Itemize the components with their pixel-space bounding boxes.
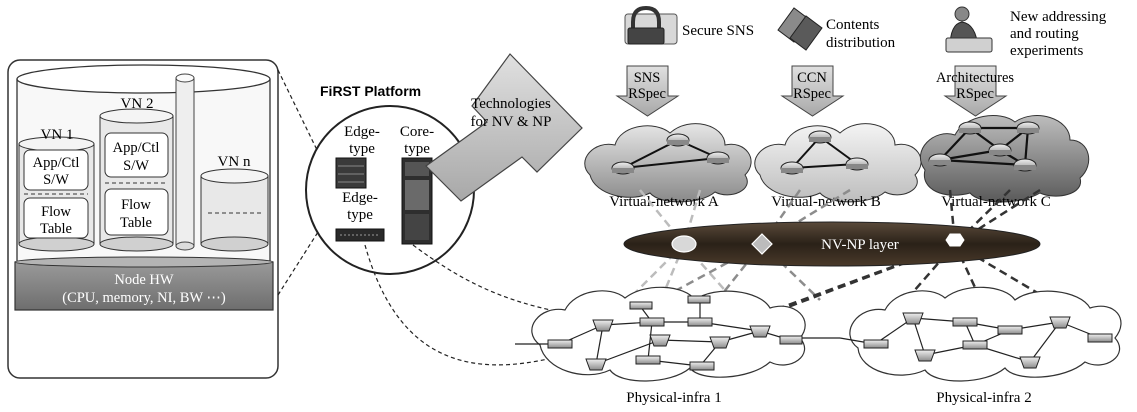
vn1-flow-table-label-2: Table [40,221,72,237]
edge-type-label-2b: type [347,207,373,223]
vn-b-label: Virtual-network B [771,194,881,210]
services: Secure SNS Contents distribution New add… [615,5,1107,117]
vn2-app-ctl-label: App/Ctl [113,140,160,156]
technologies-arrow: Technologies for NV & NP [425,53,583,202]
router-icon [585,358,607,371]
switch-icon [863,339,889,349]
rspec-ccn-label-2: RSpec [793,86,831,102]
vnn-label: VN n [218,154,251,170]
vn-a-label: Virtual-network A [609,194,719,210]
node-panel: VN 1 VN 2 VN n App/Ctl S/W Flow Table Ap… [7,59,279,379]
switch-icon [687,295,711,304]
switch-icon [1087,333,1113,343]
service-contents: Contents [826,17,879,33]
vn2-cylinder [99,108,174,252]
switch-icon [687,317,713,327]
core-type-label: Core- [400,124,434,140]
platform-title: FiRST Platform [320,83,421,99]
router-icon [611,161,635,175]
rspec-sns-label-2: RSpec [628,86,666,102]
virtual-network-b [754,123,922,203]
switch-icon [635,355,661,365]
technologies-label-2: for NV & NP [471,114,552,130]
edge-type-label-2: Edge- [342,190,378,206]
router-icon [902,312,924,325]
edge-type-label-1b: type [349,141,375,157]
switch-icon [997,325,1023,335]
vn1-app-ctl-label-2: S/W [43,172,69,188]
edge-type-label-1: Edge- [344,124,380,140]
router-icon [749,325,771,338]
router-icon [1013,158,1037,172]
technologies-label: Technologies [471,96,551,112]
edge-device-2 [335,228,385,242]
router-icon [845,157,869,171]
edge-device-1 [335,157,367,189]
service-addressing-3: experiments [1010,43,1083,59]
router-icon [928,153,952,167]
router-icon [592,319,614,332]
router-icon [706,151,730,165]
service-addressing: New addressing [1010,9,1107,25]
vn-routers [611,121,1040,175]
vn1-flow-table-label: Flow [41,204,71,220]
vnn-cylinder [200,168,269,252]
vn1-label: VN 1 [41,127,74,143]
switch-icon [629,301,653,310]
physical-devices [547,295,1113,371]
rspec-arrow-sns: SNS RSpec [615,65,680,117]
switch-icon [689,361,715,371]
vn2-flow-table-label-2: Table [120,215,152,231]
rspec-arch-label: Architectures [936,70,1014,86]
rspec-arch-label-2: RSpec [956,86,994,102]
router-icon [649,334,671,347]
router-icon [958,121,982,135]
switch-icon [952,317,978,327]
core-type-label-b: type [404,141,430,157]
service-contents-2: distribution [826,35,896,51]
node-hw-detail: (CPU, memory, NI, BW ⋯) [62,290,226,306]
service-secure-sns: Secure SNS [682,23,754,39]
lock-icon [624,5,678,45]
first-platform: FiRST Platform Edge- type Core- type Edg… [305,83,475,275]
physical-infra-1-label: Physical-infra 1 [626,390,721,406]
switch-icon [547,339,573,349]
node-hw-label: Node HW [114,272,174,288]
vn2-flow-table-label: Flow [121,197,151,213]
vn2-label: VN 2 [121,96,154,112]
switch-icon [962,340,988,350]
router-icon [1016,121,1040,135]
nv-np-layer-label: NV-NP layer [821,237,899,253]
vn1-cylinder [18,136,95,252]
service-addressing-2: and routing [1010,26,1079,42]
person-laptop-icon [945,6,993,53]
switch-icon [779,335,803,345]
node-hw-base [14,256,274,311]
router-icon [1019,356,1041,369]
router-icon [666,133,690,147]
router-icon [808,130,832,144]
rspec-arrow-architectures: Architectures RSpec [936,65,1014,117]
router-icon [1049,316,1071,329]
router-icon [709,336,731,349]
router-icon [914,349,936,362]
router-icon [988,143,1012,157]
core-device [401,157,433,245]
vn2-app-ctl-label-2: S/W [123,158,149,174]
physical-infra-2-label: Physical-infra 2 [936,390,1031,406]
tickets-icon [777,7,823,51]
router-icon [780,161,804,175]
physical-infra-2 [839,286,1122,382]
physical-infra-1 [515,286,840,382]
switch-icon [639,317,665,327]
rspec-sns-label: SNS [634,70,661,86]
nv-np-layer: NV-NP layer [623,221,1041,267]
rspec-arrow-ccn: CCN RSpec [780,65,845,117]
vn1-app-ctl-label: App/Ctl [33,155,80,171]
rspec-ccn-label: CCN [797,70,827,86]
